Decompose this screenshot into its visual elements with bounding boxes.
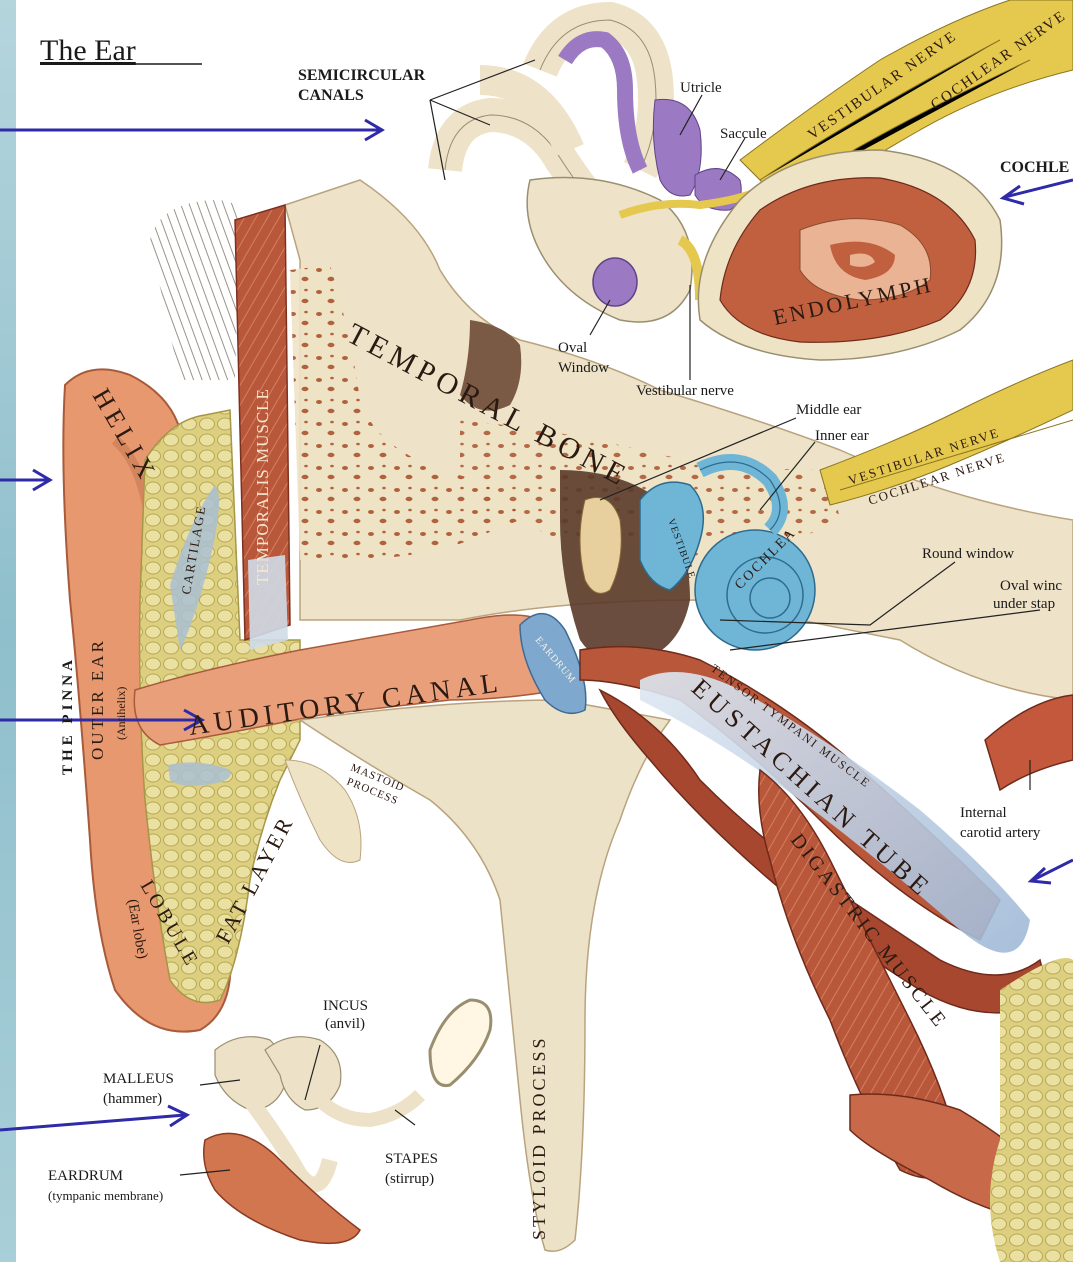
label-saccule: Saccule [720, 126, 767, 142]
label-the-pinna: THE PINNA [60, 656, 76, 775]
label-inner-ear: Inner ear [815, 428, 869, 444]
arrow-lower-right [1033, 860, 1073, 880]
label-canals: CANALS [298, 87, 364, 104]
page-title: The Ear [40, 34, 136, 67]
label-middle-ear: Middle ear [796, 402, 861, 418]
inner-ear-detail [445, 0, 1073, 360]
label-stirrup: (stirrup) [385, 1171, 434, 1187]
label-utricle: Utricle [680, 80, 722, 96]
label-semicircular: SEMICIRCULAR [298, 67, 426, 84]
label-round-window: Round window [922, 546, 1014, 562]
label-tympanic-membrane: (tympanic membrane) [48, 1188, 163, 1203]
label-temporalis-muscle: TEMPORALIS MUSCLE [253, 388, 272, 585]
label-anvil: (anvil) [325, 1016, 365, 1032]
label-internal-carotid-1: Internal [960, 805, 1007, 821]
label-malleus: MALLEUS [103, 1071, 174, 1087]
label-internal-carotid-2: carotid artery [960, 825, 1041, 841]
label-oval-window-stapes-2: under stap [993, 596, 1055, 612]
label-incus: INCUS [323, 998, 368, 1014]
label-hammer: (hammer) [103, 1091, 162, 1107]
label-vestibular-nerve: Vestibular nerve [636, 383, 734, 399]
hair [150, 200, 240, 380]
label-styloid-process: STYLOID PROCESS [529, 1035, 549, 1240]
label-outer-ear: OUTER EAR [88, 638, 107, 760]
label-oval-window-2: Window [558, 360, 609, 376]
arrow-malleus [0, 1115, 185, 1130]
label-antihelix: (Antihelix) [114, 687, 128, 740]
label-eardrum: EARDRUM [48, 1168, 123, 1184]
label-oval-window-stapes-1: Oval winc [1000, 578, 1062, 594]
lower-fat-region [990, 958, 1073, 1262]
label-cochlea-top: COCHLE [1000, 159, 1069, 176]
middle-ear-ossicles [580, 498, 621, 594]
ossicles-detail [204, 1000, 491, 1243]
internal-carotid-artery [985, 695, 1073, 790]
label-oval-window-1: Oval [558, 340, 587, 356]
label-stapes: STAPES [385, 1151, 438, 1167]
